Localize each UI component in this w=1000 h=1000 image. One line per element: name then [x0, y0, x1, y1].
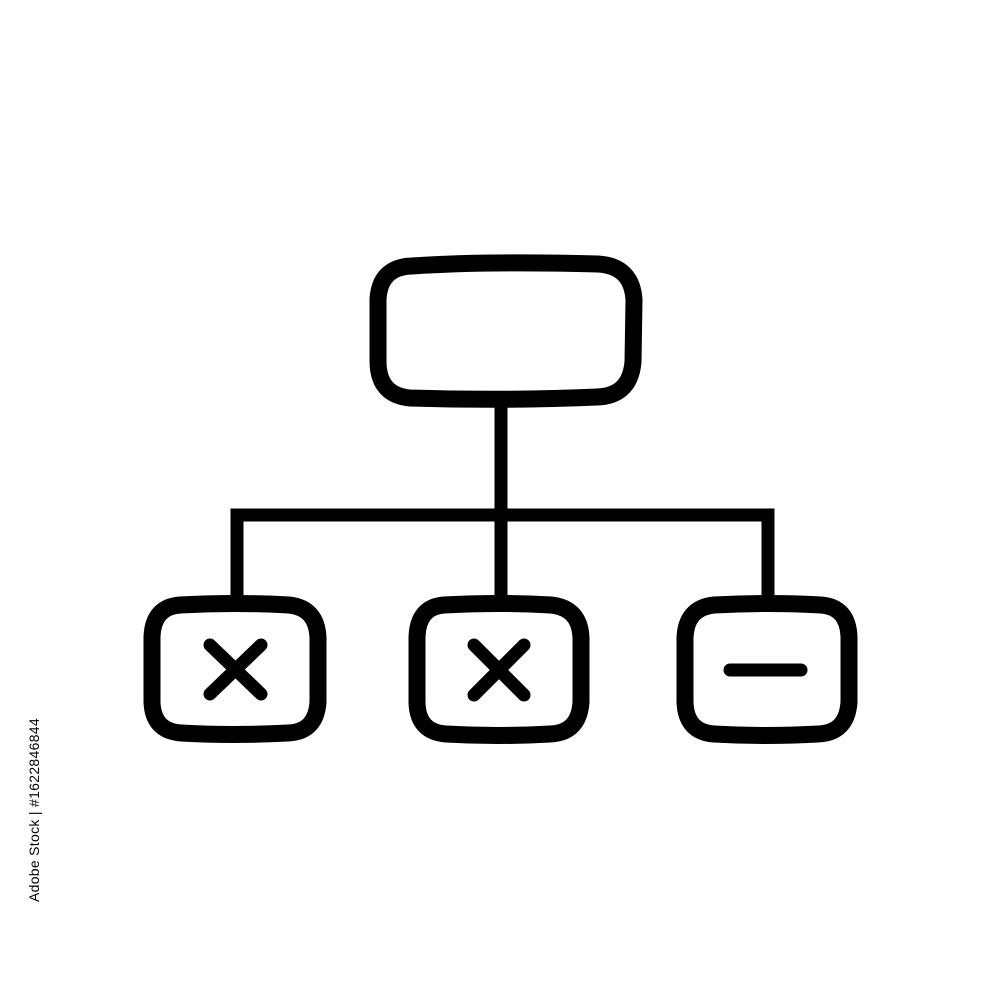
connectors — [230, 397, 775, 610]
child-box-1 — [143, 595, 327, 743]
child-node-1 — [143, 595, 327, 743]
watermark-text: Adobe Stock | #1622846844 — [26, 718, 42, 902]
child-box-2 — [408, 595, 590, 744]
x-mark-icon — [467, 638, 531, 702]
child-box-3 — [676, 595, 858, 744]
child-node-2 — [408, 595, 590, 744]
child-node-3 — [676, 595, 858, 744]
x-mark-icon — [203, 638, 268, 701]
root-node — [369, 254, 643, 408]
root-box — [369, 254, 643, 408]
